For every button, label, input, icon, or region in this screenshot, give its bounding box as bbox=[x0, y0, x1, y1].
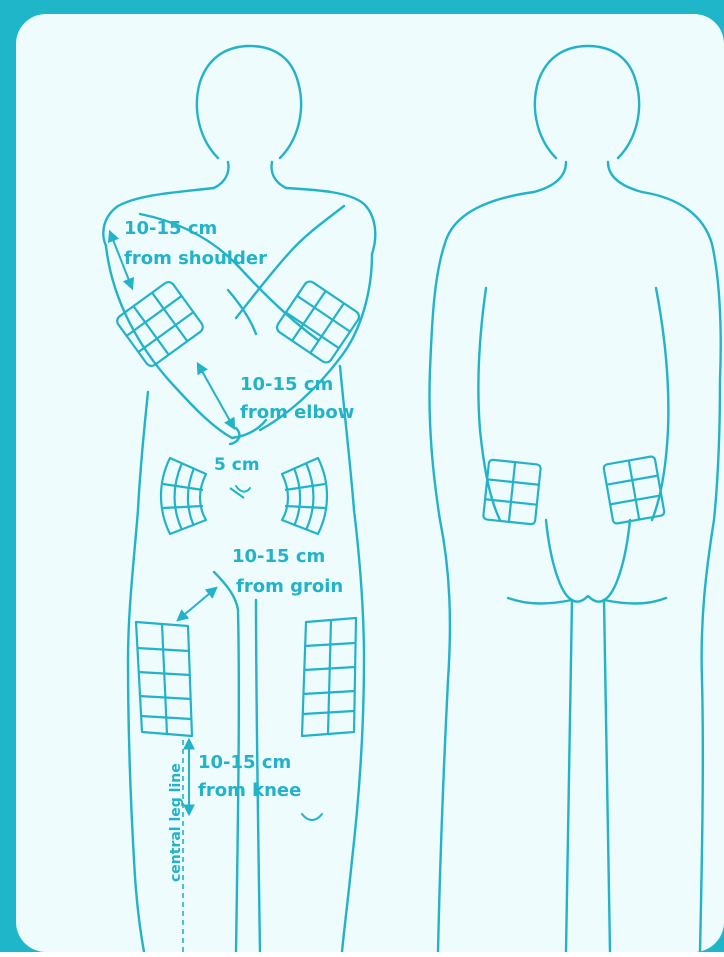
label-elbow-distance: 10-15 cm bbox=[240, 374, 333, 395]
label-knee-distance: 10-15 cm bbox=[198, 752, 291, 773]
label-navel-distance: 5 cm bbox=[214, 455, 260, 475]
label-groin-distance: 10-15 cm bbox=[232, 546, 325, 567]
label-elbow-text: from elbow bbox=[240, 402, 354, 423]
label-knee-text: from knee bbox=[198, 780, 301, 801]
label-shoulder-text: from shoulder bbox=[124, 248, 267, 269]
label-central-leg-line: central leg line bbox=[168, 763, 184, 882]
label-shoulder-distance: 10-15 cm bbox=[124, 218, 217, 239]
label-groin-text: from groin bbox=[236, 576, 343, 597]
